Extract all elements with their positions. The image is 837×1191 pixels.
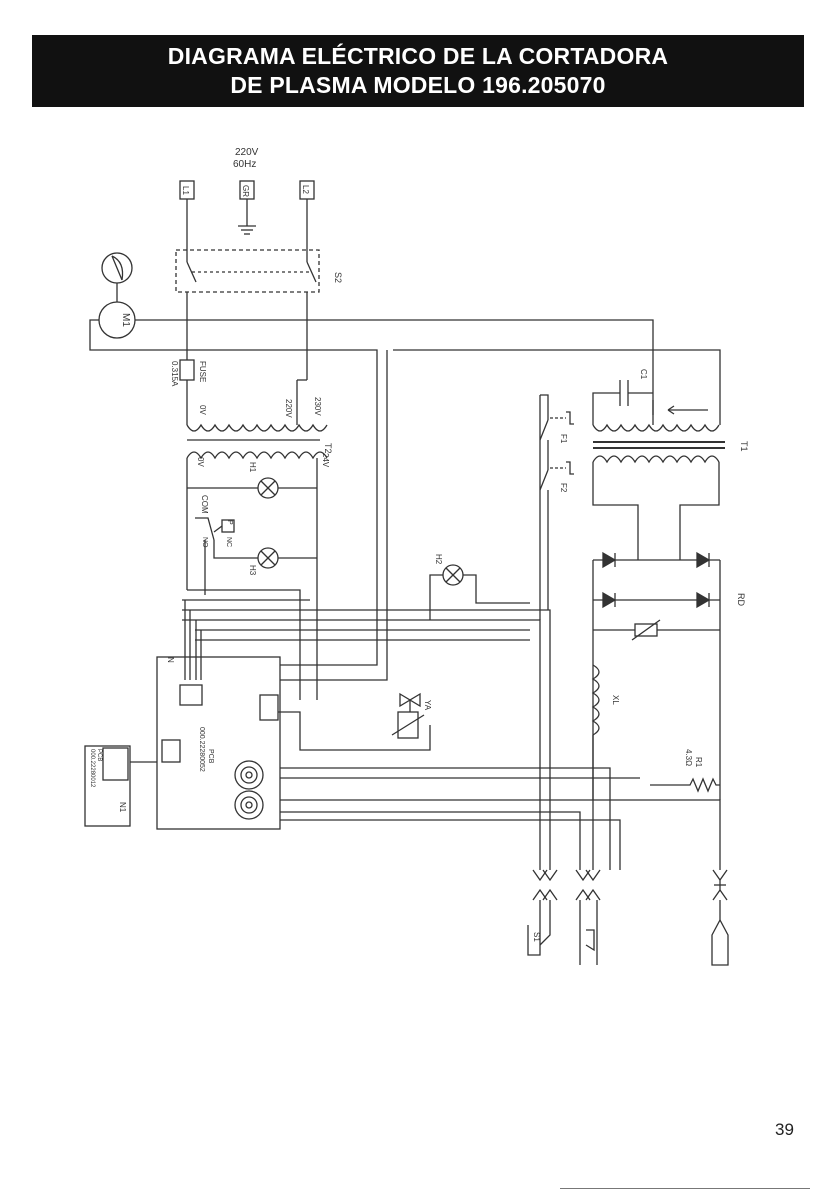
thermal-f1-label: F1	[559, 434, 568, 444]
relay-nc-label: NC	[225, 537, 232, 547]
terminal-l1: L1	[180, 181, 194, 199]
rectifier-bridge-rd: RD	[593, 553, 746, 800]
lamp-h3: H3	[248, 548, 317, 576]
fuse: FUSE 0.315A	[170, 360, 207, 387]
torch-connectors: S1	[528, 870, 728, 965]
n1-code-label: 000.22280012	[89, 749, 95, 788]
transformer-t2-label: T2	[323, 443, 333, 454]
t2-24v: 24V	[321, 453, 330, 468]
transformer-t2-primary: 0V 220V 230V	[187, 380, 327, 440]
transformer-t1-label: T1	[739, 441, 749, 452]
n1-label: N1	[118, 802, 127, 813]
solenoid-valve-ya: YA	[392, 694, 432, 738]
capacitor-c1: C1	[593, 369, 653, 425]
fuse-label: FUSE	[198, 361, 207, 382]
n1-pcb-label: PCB	[96, 749, 102, 761]
board-pcb-label: PCB	[207, 749, 214, 764]
terminal-l2: L2	[300, 181, 314, 199]
board-n-label: N	[166, 657, 175, 663]
diode-1	[603, 553, 615, 567]
thermal-f2-label: F2	[559, 483, 568, 493]
t2-230v: 230V	[313, 397, 322, 416]
resistor-value: 4.3Ω	[684, 749, 693, 766]
transformer-t2-secondary: 0V 24V	[187, 452, 330, 468]
fuse-rating: 0.315A	[170, 361, 179, 387]
diode-2	[697, 553, 709, 567]
diode-3	[603, 593, 615, 607]
motor-m1-label: M1	[120, 313, 131, 327]
supply-voltage: 220V	[235, 147, 259, 158]
pressure-switch: COM P NO NC	[195, 495, 258, 595]
motor-m1: M1	[99, 302, 135, 338]
lamp-h1: H1	[187, 462, 317, 498]
main-switch-s2: S2	[176, 250, 343, 292]
relay-com-label: COM	[200, 495, 209, 514]
thermal-switches: F1 F2	[540, 395, 574, 620]
terminal-l1-label: L1	[181, 186, 190, 195]
switch-s2-label: S2	[333, 272, 343, 283]
transformer-t1: T1	[593, 400, 749, 462]
t2-0v-primary: 0V	[198, 405, 207, 415]
lamp-h1-label: H1	[248, 462, 257, 473]
terminal-l2-label: L2	[301, 185, 310, 194]
capacitor-c1-label: C1	[639, 369, 648, 380]
torch-switch-label: S1	[532, 932, 541, 942]
page-number: 39	[775, 1120, 794, 1140]
board-code-label: 000.22280052	[198, 727, 205, 772]
ground-symbol	[238, 199, 256, 234]
terminal-gr: GR	[240, 181, 254, 199]
terminal-gr-label: GR	[241, 185, 250, 197]
relay-p-label: P	[226, 520, 233, 525]
resistor-label: R1	[694, 757, 703, 768]
diode-4	[697, 593, 709, 607]
inductor-label: XL	[611, 695, 620, 705]
t2-220v: 220V	[284, 399, 293, 418]
lamp-h2-label: H2	[434, 554, 443, 565]
resistor-r1: R1 4.3Ω	[650, 749, 720, 791]
supply-frequency: 60Hz	[233, 159, 256, 170]
varistor	[593, 620, 720, 640]
board-n1: PCB 000.22280012 N1	[85, 746, 157, 826]
lamp-h3-label: H3	[248, 565, 257, 576]
rectifier-label: RD	[736, 593, 746, 606]
valve-label: YA	[423, 700, 432, 711]
t2-0v-secondary: 0V	[196, 457, 205, 467]
control-board-n: N PCB 000.22280052	[157, 657, 280, 829]
footer-rule	[560, 1188, 810, 1189]
fan-icon	[102, 253, 132, 283]
